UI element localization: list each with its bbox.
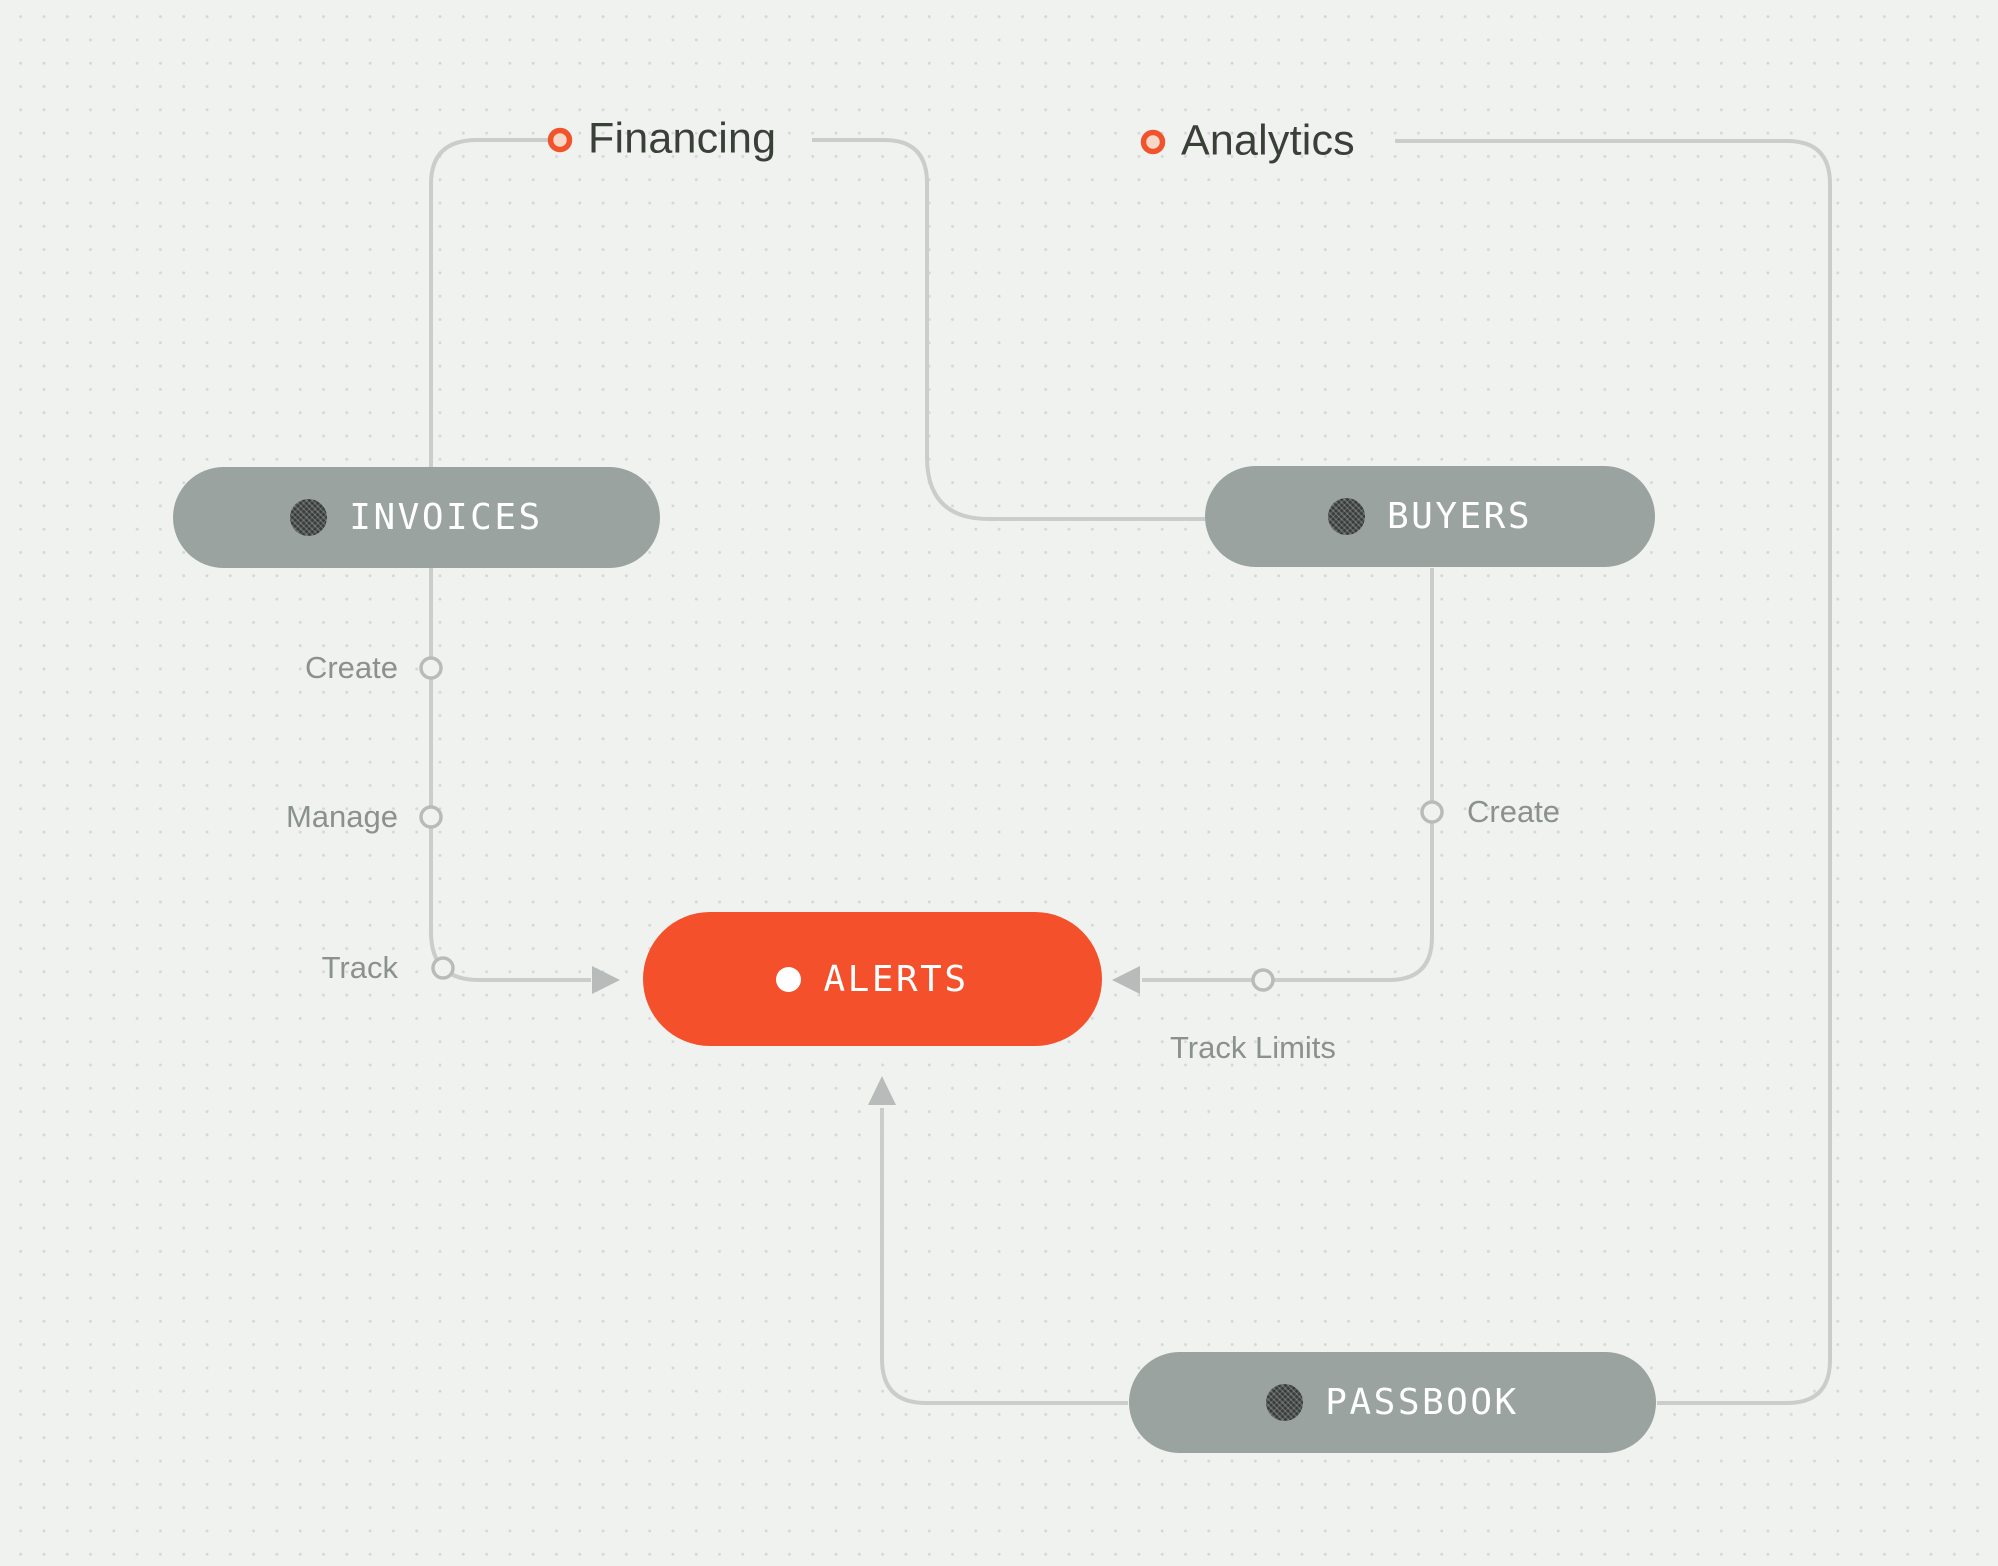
- node-dot-icon: [290, 499, 328, 536]
- financing-ring-icon: [547, 127, 573, 153]
- node-dot-icon: [1327, 498, 1365, 535]
- node-passbook-label: PASSBOOK: [1325, 1382, 1519, 1423]
- edge-buyers-alerts: [1142, 568, 1434, 982]
- port-create-right: [1420, 800, 1444, 824]
- edge-label-invoices-track: Track: [321, 950, 398, 985]
- arrowhead-into-alerts-right: [1112, 966, 1140, 994]
- group-title-financing: Financing: [588, 114, 777, 163]
- edge-label-invoices-create: Create: [304, 650, 398, 685]
- edge-label-buyers-track-limits: Track Limits: [1170, 1030, 1336, 1065]
- port-track-limits: [1251, 968, 1275, 992]
- edge-label-invoices-manage: Manage: [285, 799, 398, 834]
- edge-passbook-alerts: [880, 1108, 1128, 1405]
- port-track: [431, 956, 455, 980]
- node-passbook[interactable]: PASSBOOK: [1129, 1352, 1656, 1453]
- node-buyers[interactable]: BUYERS: [1205, 466, 1655, 567]
- node-invoices-label: INVOICES: [349, 497, 543, 538]
- port-manage: [419, 805, 443, 829]
- node-dot-icon: [776, 966, 802, 992]
- node-dot-icon: [1266, 1384, 1304, 1421]
- analytics-ring-icon: [1140, 129, 1166, 155]
- edge-financing-buyers: [812, 138, 1205, 521]
- arrowhead-into-alerts-bottom: [868, 1076, 896, 1105]
- node-invoices[interactable]: INVOICES: [173, 467, 660, 568]
- group-title-analytics: Analytics: [1181, 116, 1355, 165]
- edge-analytics-passbook: [1395, 139, 1832, 1405]
- node-buyers-label: BUYERS: [1386, 496, 1533, 537]
- node-alerts-label: ALERTS: [823, 958, 969, 1000]
- port-create-left: [419, 656, 443, 680]
- node-alerts[interactable]: ALERTS: [643, 912, 1102, 1046]
- edge-label-buyers-create: Create: [1467, 794, 1561, 829]
- arrowhead-into-alerts-left: [592, 966, 620, 994]
